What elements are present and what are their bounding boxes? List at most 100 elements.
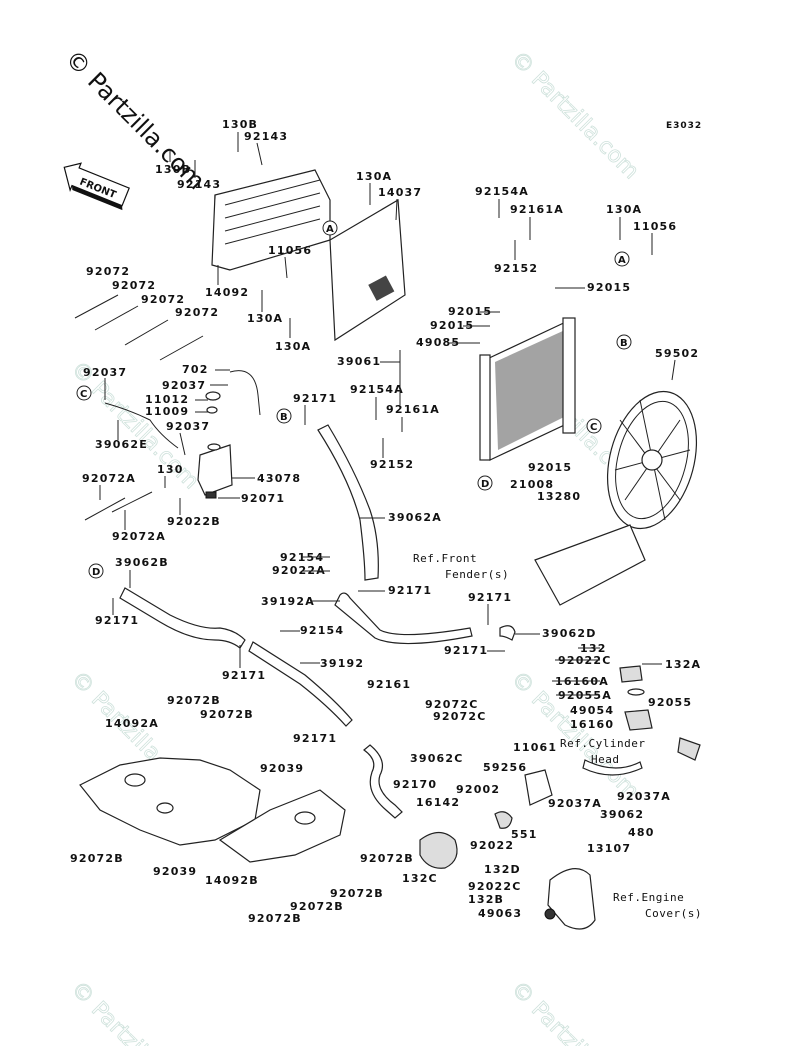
part-label: 130A bbox=[356, 170, 392, 183]
part-label: 92152 bbox=[370, 458, 414, 471]
hose-39062a bbox=[317, 424, 379, 581]
radiator-grille bbox=[211, 169, 331, 271]
part-label: 92171 bbox=[388, 584, 432, 597]
radiator-fan bbox=[606, 390, 698, 530]
part-label: 92154A bbox=[350, 383, 404, 396]
watermark: © Partzilla.com bbox=[506, 977, 644, 1046]
part-label: 92171 bbox=[468, 591, 512, 604]
part-label: 130A bbox=[247, 312, 283, 325]
part-label: 92171 bbox=[222, 669, 266, 682]
part-label: 130A bbox=[275, 340, 311, 353]
part-label: 14092 bbox=[205, 286, 249, 299]
hose-39062 bbox=[582, 759, 643, 776]
part-label: 92037A bbox=[548, 797, 602, 810]
part-label: 14092A bbox=[105, 717, 159, 730]
svg-text:B: B bbox=[620, 338, 628, 349]
hose-39062c bbox=[363, 744, 403, 819]
part-labels: 130B 92143 130B 92143 130A 14037 14092 1… bbox=[70, 118, 700, 925]
part-label: 92072 bbox=[86, 265, 130, 278]
cable-ties-92072a bbox=[84, 491, 153, 521]
svg-text:C: C bbox=[590, 422, 597, 433]
part-label: 92022B bbox=[167, 515, 221, 528]
diagram-code: E3032 bbox=[666, 121, 702, 131]
callout-d-2: D bbox=[88, 563, 104, 579]
ref-front-fender: Ref.Front bbox=[413, 552, 477, 565]
svg-text:A: A bbox=[326, 224, 334, 235]
part-label: 92143 bbox=[244, 130, 288, 143]
part-label: 49063 bbox=[478, 907, 522, 920]
part-label: 16142 bbox=[416, 796, 460, 809]
part-label: 92171 bbox=[95, 614, 139, 627]
part-label: 92072B bbox=[200, 708, 254, 721]
part-label: 92072C bbox=[433, 710, 487, 723]
svg-text:D: D bbox=[481, 479, 489, 490]
skid-plate-14092b bbox=[218, 789, 346, 863]
part-shapes bbox=[74, 169, 701, 930]
part-label: 92072B bbox=[360, 852, 414, 865]
watermark: © Partzilla.com bbox=[506, 47, 644, 185]
part-label: 92072B bbox=[290, 900, 344, 913]
part-label: 92037 bbox=[166, 420, 210, 433]
radiator bbox=[479, 317, 576, 461]
cylinder-head-fitting bbox=[677, 737, 701, 761]
pipe-39192a bbox=[334, 592, 473, 645]
callout-b-1: B bbox=[616, 334, 632, 350]
part-label: 92072B bbox=[330, 887, 384, 900]
part-label: 92072A bbox=[82, 472, 136, 485]
part-label: 92055 bbox=[648, 696, 692, 709]
part-label: 92161 bbox=[367, 678, 411, 691]
part-label: 132D bbox=[484, 863, 521, 876]
part-label: 92154 bbox=[300, 624, 344, 637]
watermark: © Partzilla.com bbox=[66, 977, 204, 1046]
part-label: 39061 bbox=[337, 355, 381, 368]
part-label: 14092B bbox=[205, 874, 259, 887]
oil-seal-49063 bbox=[544, 908, 556, 920]
svg-text:A: A bbox=[618, 255, 626, 266]
svg-text:D: D bbox=[92, 567, 100, 578]
part-label: 59256 bbox=[483, 761, 527, 774]
svg-text:B: B bbox=[280, 412, 288, 423]
part-label: 92171 bbox=[293, 732, 337, 745]
part-label: 14037 bbox=[378, 186, 422, 199]
part-label: 11061 bbox=[513, 741, 557, 754]
part-label: 130A bbox=[606, 203, 642, 216]
callout-d-1: D bbox=[477, 475, 493, 491]
part-label: 92171 bbox=[293, 392, 337, 405]
part-label: 92015 bbox=[430, 319, 474, 332]
part-label: 39062D bbox=[542, 627, 597, 640]
part-label: 92152 bbox=[494, 262, 538, 275]
overflow-hose bbox=[229, 370, 261, 416]
part-label: 92072B bbox=[248, 912, 302, 925]
part-label: 92171 bbox=[444, 644, 488, 657]
part-label: 92161A bbox=[386, 403, 440, 416]
svg-text:C: C bbox=[80, 389, 87, 400]
pump-cover-11061 bbox=[524, 769, 553, 806]
part-label: 132C bbox=[402, 872, 438, 885]
part-label: 59502 bbox=[655, 347, 699, 360]
reference-labels: Ref.Front Fender(s) Ref.Cylinder Head Re… bbox=[413, 552, 701, 920]
part-label: 49085 bbox=[416, 336, 460, 349]
part-label: 92039 bbox=[153, 865, 197, 878]
part-label: 92015 bbox=[448, 305, 492, 318]
part-label: 130 bbox=[157, 463, 184, 476]
callouts: A A B B C C D D bbox=[76, 220, 632, 579]
callout-c-2: C bbox=[586, 418, 602, 434]
part-label: 39192A bbox=[261, 595, 315, 608]
ref-engine-cover: Ref.Engine bbox=[613, 891, 684, 904]
part-label: 92037A bbox=[617, 790, 671, 803]
front-fender-ref bbox=[534, 524, 646, 606]
front-arrow-icon: FRONT bbox=[63, 162, 130, 211]
part-label: 39192 bbox=[320, 657, 364, 670]
part-label: 130B bbox=[222, 118, 258, 131]
part-label: 13107 bbox=[587, 842, 631, 855]
part-label: 130B bbox=[155, 163, 191, 176]
part-label: 92015 bbox=[587, 281, 631, 294]
part-label: 39062 bbox=[600, 808, 644, 821]
part-label: 480 bbox=[628, 826, 655, 839]
part-label: 16160 bbox=[570, 718, 614, 731]
part-label: 92039 bbox=[260, 762, 304, 775]
part-label: 92154A bbox=[475, 185, 529, 198]
callout-c-1: C bbox=[76, 385, 92, 401]
part-label: 21008 bbox=[510, 478, 554, 491]
part-label: 11056 bbox=[633, 220, 677, 233]
